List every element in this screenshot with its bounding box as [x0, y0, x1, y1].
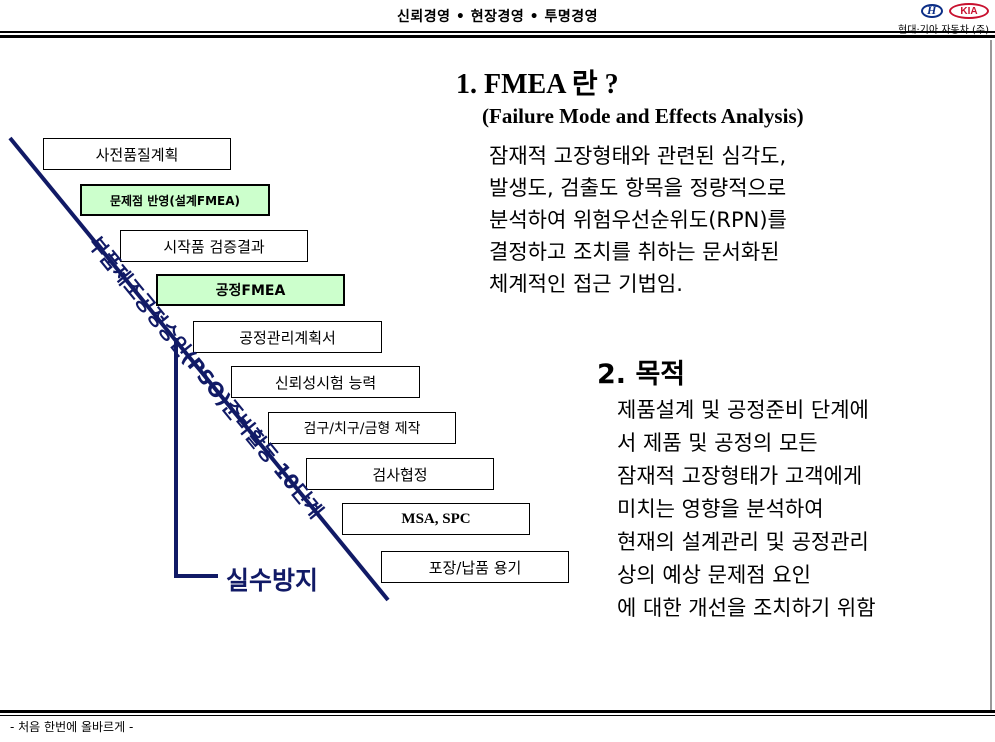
section1-subtitle: (Failure Mode and Effects Analysis)	[482, 104, 804, 128]
kia-logo-icon: KIA	[949, 3, 989, 19]
footer-rule-top	[0, 710, 995, 713]
pso-diagonal-line	[8, 136, 390, 602]
section2-title: 2. 목적	[597, 359, 686, 390]
step-6: 신뢰성시험 능력	[231, 366, 420, 398]
step-3: 시작품 검증결과	[120, 230, 308, 262]
section1-line-2: 발생도, 검출도 항목을 정량적으로	[489, 176, 787, 200]
section1-title: 1. FMEA 란 ?	[456, 69, 619, 100]
step-5: 공정관리계획서	[193, 321, 382, 353]
section2-line-7: 에 대한 개선을 조치하기 위함	[617, 596, 876, 620]
section1-line-5: 체계적인 접근 기법임.	[489, 272, 683, 296]
hyundai-logo-icon	[921, 3, 943, 18]
mistake-proofing-bracket	[174, 338, 218, 578]
step-1: 사전품질계획	[43, 138, 231, 170]
right-edge-border	[990, 40, 992, 710]
brand-logo: KIA 현대·기아 자동차 (주)	[869, 2, 989, 36]
footer-slogan: - 처음 한번에 올바르게 -	[10, 720, 134, 734]
step-7: 검구/치구/금형 제작	[268, 412, 456, 444]
footer-rule-bottom	[0, 715, 995, 716]
section2-line-5: 현재의 설계관리 및 공정관리	[617, 530, 869, 554]
section2-line-6: 상의 예상 문제점 요인	[617, 563, 811, 587]
section1-line-3: 분석하여 위험우선순위도(RPN)를	[489, 208, 787, 232]
header-rule-bottom	[0, 35, 995, 38]
section2-line-1: 제품설계 및 공정준비 단계에	[617, 398, 869, 422]
section1-line-1: 잠재적 고장형태와 관련된 심각도,	[489, 144, 787, 168]
mistake-proofing-label: 실수방지	[226, 566, 319, 595]
step-9: MSA, SPC	[342, 503, 530, 535]
section2-line-4: 미치는 영향을 분석하여	[617, 497, 824, 521]
section2-line-2: 서 제품 및 공정의 모든	[617, 431, 818, 455]
header-title: 신뢰경영 • 현장경영 • 투명경영	[397, 9, 598, 25]
step-8: 검사협정	[306, 458, 494, 490]
header-rule-top	[0, 31, 995, 33]
step-10: 포장/납품 용기	[381, 551, 569, 583]
step-2: 문제점 반영(설계FMEA)	[80, 184, 270, 216]
brand-name: 현대·기아 자동차 (주)	[869, 21, 989, 36]
section2-line-3: 잠재적 고장형태가 고객에게	[617, 464, 863, 488]
section1-line-4: 결정하고 조치를 취하는 문서화된	[489, 240, 780, 264]
step-4: 공정FMEA	[156, 274, 345, 306]
